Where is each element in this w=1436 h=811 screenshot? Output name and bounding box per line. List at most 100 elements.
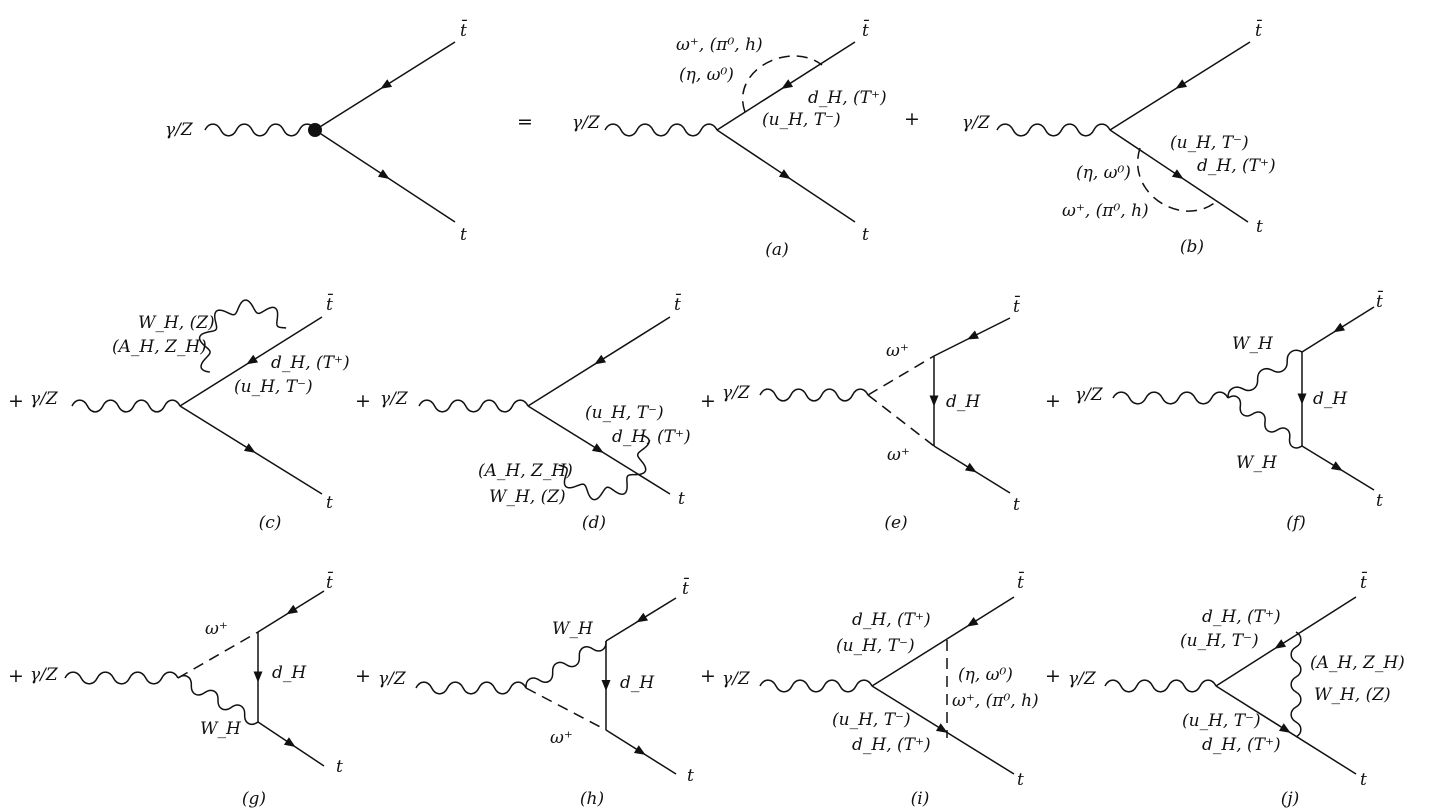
loop-vector-arc xyxy=(198,299,287,373)
upper-scalar xyxy=(867,355,935,396)
top-label: t xyxy=(678,489,685,509)
boson-line xyxy=(415,681,527,695)
loop-fermion-label-1: d_H, (T⁺) xyxy=(271,353,350,373)
boson-line xyxy=(759,388,869,402)
upper-internal-label: ω⁺ xyxy=(205,619,228,639)
fermion-arrow xyxy=(964,462,977,473)
boson-line xyxy=(1104,679,1217,693)
boson-line xyxy=(204,123,316,137)
boson-label: γ/Z xyxy=(30,389,59,409)
boson-label: γ/Z xyxy=(572,113,601,133)
boson-label: γ/Z xyxy=(30,665,59,685)
antitop-label: t̄ xyxy=(1017,570,1024,593)
fermion-arrow xyxy=(633,745,646,755)
boson-label: γ/Z xyxy=(1075,385,1104,405)
top-label: t xyxy=(460,225,467,245)
boson-label: γ/Z xyxy=(1068,669,1097,689)
loop-scalar-label-2: (η, ω⁰) xyxy=(679,65,734,85)
antitop-label: t̄ xyxy=(1255,18,1262,41)
lower-vector xyxy=(177,675,259,725)
lower-internal-label: W_H xyxy=(200,719,242,739)
boson-label: γ/Z xyxy=(378,669,407,689)
fermion-arrow xyxy=(781,79,794,89)
lower-fermion-label-1: (u_H, T⁻) xyxy=(832,710,911,730)
boson-label: γ/Z xyxy=(722,669,751,689)
antitop-line xyxy=(871,596,1015,687)
loop-scalar-arc xyxy=(1137,147,1219,212)
fermion-arrow xyxy=(1171,169,1184,180)
loop-scalar-label-1: (η, ω⁰) xyxy=(1076,163,1131,183)
upper-internal-label: W_H xyxy=(1232,334,1274,354)
upper-internal-label: ω⁺ xyxy=(886,341,909,361)
upper-internal-label: W_H xyxy=(552,619,594,639)
lower-internal-label: ω⁺ xyxy=(887,445,910,465)
loop-vector-label-1: (A_H, Z_H) xyxy=(478,461,573,481)
upper-fermion-label-1: d_H, (T⁺) xyxy=(1202,607,1281,627)
fermion-arrow xyxy=(929,395,939,407)
fermion-arrow xyxy=(246,354,259,365)
vertical-label: d_H xyxy=(946,392,981,412)
vertical-label: d_H xyxy=(620,673,655,693)
plus-sign: + xyxy=(700,390,716,412)
fermion-arrow xyxy=(594,354,607,365)
caption-b: (b) xyxy=(1180,237,1204,257)
antitop-label: t̄ xyxy=(1376,289,1383,312)
boson-label: γ/Z xyxy=(722,383,751,403)
fermion-arrow xyxy=(778,169,791,180)
upper-fermion-label-1: d_H, (T⁺) xyxy=(852,610,931,630)
antitop-label: t̄ xyxy=(1013,294,1020,317)
lower-fermion-label-1: (u_H, T⁻) xyxy=(1182,711,1261,731)
loop-vector-label-2: W_H, (Z) xyxy=(489,487,566,507)
boson-line xyxy=(996,123,1111,137)
fermion-arrow xyxy=(591,443,604,453)
fermion-arrow xyxy=(283,737,296,748)
boson-line xyxy=(1112,391,1229,405)
fermion-arrow xyxy=(1333,322,1346,333)
fermion-arrow xyxy=(935,723,948,733)
top-label: t xyxy=(1013,495,1020,515)
upper-vector xyxy=(1227,349,1303,399)
fermion-arrow xyxy=(1278,723,1291,733)
diagram-lines xyxy=(64,41,1375,775)
caption-j: (j) xyxy=(1281,789,1300,809)
loop-vector-label-1: W_H, (Z) xyxy=(138,313,215,333)
plus-sign: + xyxy=(355,665,371,687)
lower-internal-label: ω⁺ xyxy=(550,728,573,748)
caption-a: (a) xyxy=(765,240,788,260)
loop-scalar-label-2: ω⁺, (π⁰, h) xyxy=(1062,201,1149,221)
loop-fermion-label-2: (u_H, T⁻) xyxy=(762,110,841,130)
lower-fermion-label-2: d_H, (T⁺) xyxy=(852,735,931,755)
vertical-label-1: (η, ω⁰) xyxy=(958,665,1013,685)
loop-fermion-label-1: (u_H, T⁻) xyxy=(585,403,664,423)
fermion-arrow xyxy=(966,616,979,627)
fermion-arrow xyxy=(286,604,299,615)
antitop-label: t̄ xyxy=(682,576,689,599)
top-label: t xyxy=(1376,491,1383,511)
vertical-label-2: W_H, (Z) xyxy=(1314,685,1391,705)
fermion-arrow xyxy=(243,443,256,453)
fermion-arrow xyxy=(601,680,611,691)
top-label: t xyxy=(1017,770,1024,790)
loop-fermion-label-2: d_H, (T⁺) xyxy=(1197,156,1276,176)
loop-scalar-label-1: ω⁺, (π⁰, h) xyxy=(676,35,763,55)
upper-fermion-label-2: (u_H, T⁻) xyxy=(1180,631,1259,651)
antitop-label: t̄ xyxy=(674,292,681,315)
antitop-label: t̄ xyxy=(1360,570,1367,593)
loop-fermion-label-1: (u_H, T⁻) xyxy=(1170,133,1249,153)
loop-fermion-label-1: d_H, (T⁺) xyxy=(808,88,887,108)
boson-line xyxy=(71,399,181,413)
caption-i: (i) xyxy=(911,789,930,809)
caption-d: (d) xyxy=(582,513,606,533)
antitop-label: t̄ xyxy=(862,18,869,41)
boson-line xyxy=(604,123,718,137)
boson-label: γ/Z xyxy=(380,389,409,409)
fermion-arrow xyxy=(253,671,263,683)
antitop-line xyxy=(1215,596,1357,687)
boson-line xyxy=(759,679,873,693)
upper-scalar xyxy=(177,631,259,679)
fermion-arrow xyxy=(636,612,649,623)
loop-vector-arc xyxy=(558,434,650,501)
fermion-arrow xyxy=(1175,79,1188,89)
caption-h: (h) xyxy=(580,789,604,809)
lower-scalar xyxy=(525,687,607,731)
